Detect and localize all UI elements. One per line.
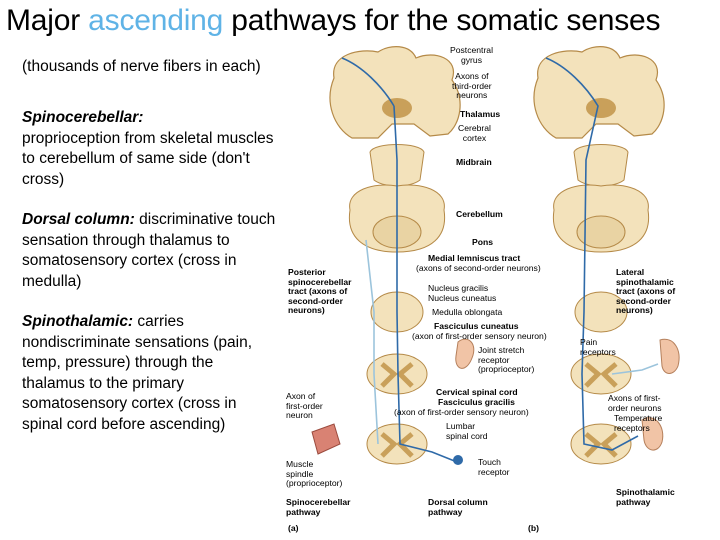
title-part: Major xyxy=(6,4,89,37)
paragraph-spinocerebellar: Spinocerebellar: proprioception from ske… xyxy=(22,108,280,190)
title-highlight: ascending xyxy=(88,4,224,37)
label-fasciculus-cuneatus: Fasciculus cuneatus xyxy=(434,321,519,331)
label-medial-lemniscus: Medial lemniscus tract xyxy=(428,253,521,263)
lumbar-gray-b xyxy=(584,432,618,458)
spinocerebellar-path xyxy=(365,239,379,445)
title-part: pathways for the somatic senses xyxy=(223,4,661,37)
muscle-spindle-shape xyxy=(311,423,341,455)
panel-b-anatomy xyxy=(533,46,680,465)
body-text: Spinocerebellar: proprioception from ske… xyxy=(22,108,280,455)
label-first-order-axon-2: (axon of first-order sensory neuron) xyxy=(394,407,529,417)
paragraph-text: carries nondiscriminate sensations (pain… xyxy=(22,313,253,433)
paragraph-heading: Spinothalamic: xyxy=(22,313,134,330)
hand-receptor-shape xyxy=(641,417,664,451)
panel-a-anatomy xyxy=(311,46,475,465)
paragraph-dorsal-column: Dorsal column: discriminative touch sens… xyxy=(22,210,280,292)
cervical-gray-b xyxy=(584,362,618,388)
slide-subtitle: (thousands of nerve fibers in each) xyxy=(22,58,261,75)
paragraph-spinothalamic: Spinothalamic: carries nondiscriminate s… xyxy=(22,312,280,435)
brain-coronal-b xyxy=(533,46,665,139)
label-second-order-axons: (axons of second-order neurons) xyxy=(416,263,541,273)
label-axons-first-order-right: Axons of first-order neurons xyxy=(608,393,662,413)
label-midbrain: Midbrain xyxy=(456,157,492,167)
label-first-order-axon-1: (axon of first-order sensory neuron) xyxy=(412,331,547,341)
paragraph-text: proprioception from skeletal muscles to … xyxy=(22,129,274,188)
pathway-illustration xyxy=(311,46,680,465)
paragraph-text: discriminative touch sensation through t… xyxy=(22,211,276,290)
dorsal-column-path xyxy=(341,57,458,463)
face-receptor-shape xyxy=(659,338,680,374)
spinothalamic-path xyxy=(545,57,639,451)
slide-title: Major ascending pathways for the somatic… xyxy=(6,4,660,38)
joint-receptor-shape xyxy=(455,338,475,369)
label-cervical-spinal-cord: Cervical spinal cord xyxy=(436,387,518,397)
label-panel-b: (b) xyxy=(528,523,539,533)
touch-receptor-shape xyxy=(453,455,463,465)
paragraph-heading: Dorsal column: xyxy=(22,211,135,228)
label-cerebellum: Cerebellum xyxy=(456,209,503,219)
thalamus-a xyxy=(382,98,412,118)
midbrain-b xyxy=(573,144,629,187)
paragraph-heading: Spinocerebellar: xyxy=(22,109,144,126)
spinothalamic-path-light xyxy=(611,363,659,375)
medulla-b xyxy=(574,291,628,333)
pons-b xyxy=(576,215,626,249)
label-fasciculus-gracilis: Fasciculus gracilis xyxy=(438,397,515,407)
label-thalamus: Thalamus xyxy=(460,109,501,119)
thalamus-b xyxy=(586,98,616,118)
label-pons: Pons xyxy=(472,237,494,247)
label-panel-a: (a) xyxy=(288,523,299,533)
label-medulla-oblongata: Medulla oblongata xyxy=(432,307,503,317)
label-nucleus-gracilis: Nucleus gracilis xyxy=(428,283,489,293)
label-nucleus-cuneatus: Nucleus cuneatus xyxy=(428,293,497,303)
cervical-gray-a xyxy=(380,362,414,388)
